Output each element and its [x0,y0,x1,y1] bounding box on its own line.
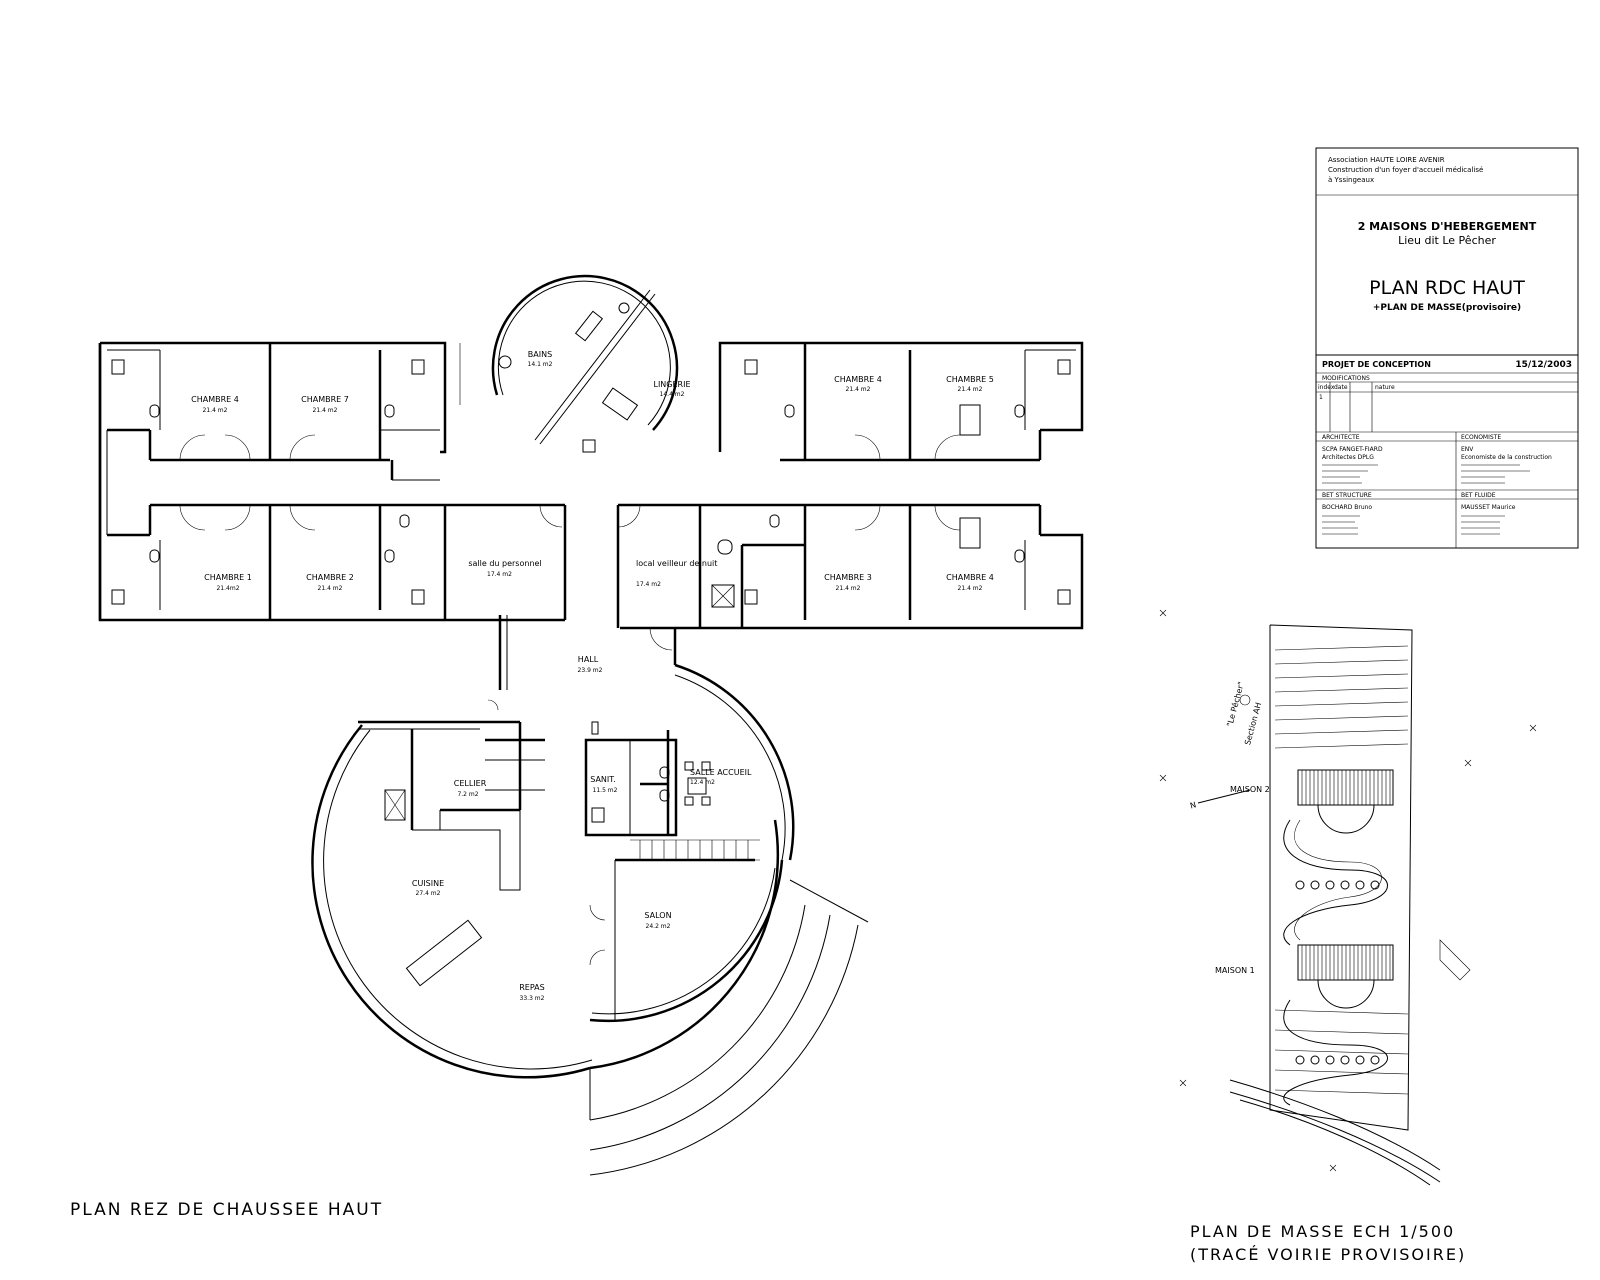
room-chambre-nw-area: 21.4 m2 [203,407,228,414]
col-index: index [1318,384,1335,391]
room-lingerie-name: LINGERIE [653,380,690,389]
room-local-veilleur-name: local veilleur de nuit [636,559,717,568]
site-access-road [1283,819,1388,1106]
site-plan: Section AH "Le Pêcher" MAISON 2 MAISON 1… [1159,609,1537,1264]
floor-plan: CHAMBRE 4 21.4 m2 CHAMBRE 7 21.4 m2 BAIN… [70,274,1084,1220]
title-block: Association HAUTE LOIRE AVENIR Construct… [1315,147,1579,549]
site-plan-caption-1: PLAN DE MASSE ECH 1/500 [1190,1222,1455,1241]
room-cellier-name: CELLIER [454,779,487,788]
architecte-name: SCPA FANGET-FIARD [1322,446,1383,453]
room-chambre-1-name: CHAMBRE 1 [204,573,252,582]
room-cuisine-area: 27.4 m2 [416,890,441,897]
room-chambre-3-area: 21.4 m2 [836,585,861,592]
room-chambre-2-name: CHAMBRE 2 [306,573,354,582]
room-repas-name: REPAS [519,983,544,992]
site-maison-1-label: MAISON 1 [1215,966,1255,975]
col-nature: nature [1375,384,1395,391]
maison-2-footprint [1297,769,1394,834]
site-external-road [1229,1079,1441,1186]
round-central-room [459,274,721,453]
room-chambre-7-area: 21.4 m2 [313,407,338,414]
room-chambre-ne-name: CHAMBRE 4 [834,375,882,384]
room-salle-accueil-area: 12.4 m2 [690,779,715,786]
room-bains-area: 14.1 m2 [528,361,553,368]
sheet-date: 15/12/2003 [1515,360,1572,370]
client-line-1: Association HAUTE LOIRE AVENIR [1328,156,1445,164]
hall-entry [487,615,677,711]
fluide-name: MAUSSET Maurice [1461,504,1516,511]
room-chambre-1-area: 21.4m2 [216,585,239,592]
floor-plan-caption: PLAN REZ DE CHAUSSEE HAUT [70,1200,383,1220]
west-wing [98,341,567,622]
economiste-name: ENV [1461,446,1474,453]
project-line-2: Lieu dit Le Pêcher [1398,234,1496,247]
room-chambre-7-name: CHAMBRE 7 [301,395,349,404]
room-hall-name: HALL [578,655,599,664]
room-salle-personnel-area: 17.4 m2 [487,571,512,578]
site-plan-caption-2: (TRACÉ VOIRIE PROVISOIRE) [1190,1245,1466,1264]
room-sanit-name: SANIT. [590,775,616,784]
row-index: 1 [1319,394,1323,401]
economiste-sub: Economiste de la construction [1461,454,1552,461]
client-line-3: à Yssingeaux [1328,176,1374,184]
room-local-veilleur-area: 17.4 m2 [636,581,661,588]
site-trees [1295,880,1380,1065]
room-chambre-5-area: 21.4 m2 [958,386,983,393]
site-maison-2-label: MAISON 2 [1230,785,1270,794]
room-chambre-se-area: 21.4 m2 [958,585,983,592]
room-chambre-ne-area: 21.4 m2 [846,386,871,393]
col-date: date [1334,384,1348,391]
title-block-frame [1315,147,1579,549]
north-arrow-line [1197,789,1251,804]
sheet-subtitle: +PLAN DE MASSE(provisoire) [1373,303,1521,313]
room-lingerie-area: 14.4 m2 [660,391,685,398]
client-line-2: Construction d'un foyer d'accueil médica… [1328,166,1483,174]
modifications-label: MODIFICATIONS [1322,375,1370,382]
room-chambre-2-area: 21.4 m2 [318,585,343,592]
site-north-arrow: N [1189,800,1197,810]
project-line-1: 2 MAISONS D'HEBERGEMENT [1358,220,1537,233]
room-labels: CHAMBRE 4 21.4 m2 CHAMBRE 7 21.4 m2 BAIN… [191,350,994,1002]
room-cellier-area: 7.2 m2 [457,791,478,798]
room-chambre-nw-name: CHAMBRE 4 [191,395,239,404]
room-cuisine-name: CUISINE [412,879,444,888]
architecte-label: ARCHITECTE [1322,434,1360,441]
room-chambre-5-name: CHAMBRE 5 [946,375,994,384]
architecte-sub: Architectes DPLG [1322,454,1374,461]
room-chambre-3-name: CHAMBRE 3 [824,573,872,582]
sheet-title: PLAN RDC HAUT [1369,277,1525,299]
room-salle-personnel-name: salle du personnel [468,559,541,568]
room-hall-area: 23.9 m2 [578,667,603,674]
structure-label: BET STRUCTURE [1322,492,1372,499]
site-section-label: Section AH [1243,701,1263,746]
room-salle-accueil-name: SALLE ACCUEIL [690,768,752,777]
economiste-label: ECONOMISTE [1461,434,1501,441]
room-salon-area: 24.2 m2 [646,923,671,930]
room-repas-area: 33.3 m2 [520,995,545,1002]
room-chambre-se-name: CHAMBRE 4 [946,573,994,582]
site-marks [1159,609,1537,1172]
room-bains-name: BAINS [528,350,552,359]
maison-1-footprint [1297,944,1394,1009]
fluide-label: BET FLUIDE [1461,492,1496,499]
round-south-volume [311,663,869,1176]
structure-name: BOCHARD Bruno [1322,504,1372,511]
room-salon-name: SALON [644,911,671,920]
room-sanit-area: 11.5 m2 [593,787,618,794]
phase-label: PROJET DE CONCEPTION [1322,360,1431,369]
